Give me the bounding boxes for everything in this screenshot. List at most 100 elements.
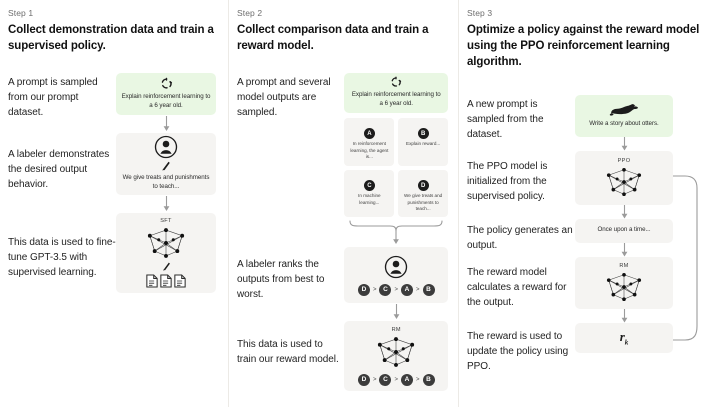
- rank-badge-2: C: [379, 283, 392, 296]
- output-option-a: A In reinforcement learning, the agent i…: [344, 117, 395, 166]
- caption-2-2: A labeler ranks the outputs from best to…: [237, 259, 325, 301]
- row-prompt-3: A new prompt is sampled from the dataset…: [467, 94, 710, 151]
- otter-icon: [609, 102, 639, 117]
- caption-1-2: A labeler demonstrates the desired outpu…: [8, 148, 110, 190]
- option-text-d: We give treats and punishments to teach.…: [404, 193, 443, 212]
- rm-card-step2: RM: [344, 321, 448, 392]
- column-step-1: Step 1 Collect demonstration data and tr…: [0, 0, 228, 407]
- caption-2-3: This data is used to train our reward mo…: [237, 339, 339, 366]
- recycle-loop-icon: [160, 77, 173, 90]
- option-badge-c: C: [363, 180, 375, 192]
- brace-merge-icon: [344, 219, 448, 245]
- rank-badge-1: D: [357, 283, 370, 296]
- rm-rank-badge-2: C: [379, 373, 392, 386]
- ppo-card: PPO: [575, 150, 673, 205]
- output-card: Once upon a time...: [575, 218, 673, 243]
- rm-rank-badge-4: B: [422, 373, 435, 386]
- prompt-card-2: Explain reinforcement learning to a 6 ye…: [344, 72, 448, 113]
- caption-3-1: A new prompt is sampled from the dataset…: [467, 98, 544, 140]
- pen-icon: [162, 261, 171, 271]
- row-labeler-1: A labeler demonstrates the desired outpu…: [8, 132, 218, 213]
- neural-network-icon: [604, 271, 644, 303]
- output-option-d: D We give treats and punishments to teac…: [398, 169, 448, 218]
- output-option-c: C In machine learning...: [344, 169, 395, 218]
- option-text-a: In reinforcement learning, the agent is.…: [350, 141, 389, 160]
- step-title-3: Optimize a policy against the reward mod…: [467, 24, 700, 68]
- rank-separator: >: [394, 286, 398, 293]
- labeler-card-1: We give treats and punishments to teach.…: [116, 132, 216, 195]
- row-prompt-2: A prompt and several model outputs are s…: [237, 72, 448, 246]
- arrow-down-3d: [575, 308, 673, 323]
- column-step-2: Step 2 Collect comparison data and train…: [228, 0, 458, 407]
- output-card-text: Once upon a time...: [597, 226, 651, 234]
- option-badge-b: B: [417, 128, 429, 140]
- column-step-3: Step 3 Optimize a policy against the rew…: [458, 0, 720, 407]
- step-title-2: Collect comparison data and train a rewa…: [237, 24, 429, 53]
- ppo-tag: PPO: [617, 157, 631, 164]
- rm-tag: RM: [391, 326, 401, 333]
- neural-network-icon: [145, 226, 187, 260]
- rm-rank-badge-1: D: [357, 373, 370, 386]
- rm-card-step3: RM: [575, 256, 673, 309]
- rank-badge-3: A: [401, 283, 413, 296]
- reward-card: rk: [575, 322, 673, 353]
- step-title-1: Collect demonstration data and train a s…: [8, 24, 214, 53]
- prompt-card-3: Write a story about otters.: [575, 94, 673, 137]
- row-output-3: The policy generates an output. Once upo…: [467, 218, 710, 257]
- option-text-c: In machine learning...: [358, 193, 381, 205]
- row-rm-2: This data is used to train our reward mo…: [237, 321, 448, 392]
- rank-badge-4: B: [422, 283, 435, 296]
- rank-separator: >: [372, 376, 377, 383]
- row-prompt-1: A prompt is sampled from our prompt data…: [8, 72, 218, 133]
- arrow-down-3b: [575, 204, 673, 219]
- rm-ranking-sequence: D > C > A > B: [357, 373, 435, 386]
- step-label-2: Step 2: [237, 8, 263, 18]
- recycle-loop-icon: [390, 76, 402, 88]
- neural-network-icon: [604, 166, 644, 198]
- row-sft-1: This data is used to fine-tune GPT-3.5 w…: [8, 212, 218, 293]
- output-option-b: B Explain reward...: [398, 117, 448, 166]
- rank-separator: >: [416, 286, 420, 293]
- document-stack-icon: [146, 274, 186, 288]
- caption-2-1: A prompt and several model outputs are s…: [237, 76, 331, 118]
- ranking-sequence: D > C > A > B: [357, 283, 435, 296]
- caption-3-3: The policy generates an output.: [467, 224, 573, 251]
- arrow-down-2a: [344, 303, 448, 321]
- prompt-card-1-text: Explain reinforcement learning to a 6 ye…: [121, 92, 211, 109]
- sft-tag: SFT: [160, 217, 172, 224]
- arrow-down-1b: [116, 195, 216, 213]
- row-ppo-3: The PPO model is initialized from the su…: [467, 150, 710, 219]
- rank-separator: >: [394, 376, 398, 383]
- step-label-3: Step 3: [467, 8, 493, 18]
- labeler-card-1-text: We give treats and punishments to teach.…: [122, 174, 210, 191]
- rm-rank-badge-3: A: [401, 373, 413, 386]
- option-text-b: Explain reward...: [406, 141, 441, 147]
- model-outputs-grid: A In reinforcement learning, the agent i…: [344, 117, 448, 218]
- step-label-1: Step 1: [8, 8, 34, 18]
- arrow-down-3c: [575, 242, 673, 257]
- reward-symbol-sub: k: [624, 338, 629, 347]
- prompt-card-3-text: Write a story about otters.: [589, 120, 659, 128]
- option-badge-a: A: [363, 128, 375, 140]
- caption-3-4: The reward model calculates a reward for…: [467, 266, 567, 308]
- row-rm-3: The reward model calculates a reward for…: [467, 256, 710, 323]
- rank-separator: >: [416, 376, 420, 383]
- caption-1-3: This data is used to fine-tune GPT-3.5 w…: [8, 236, 116, 278]
- reward-symbol-base: r: [619, 328, 625, 344]
- row-ranking-2: A labeler ranks the outputs from best to…: [237, 247, 448, 321]
- caption-3-5: The reward is used to update the policy …: [467, 330, 569, 372]
- prompt-card-2-text: Explain reinforcement learning to a 6 ye…: [351, 91, 441, 108]
- caption-3-2: The PPO model is initialized from the su…: [467, 160, 548, 202]
- row-reward-3: The reward is used to update the policy …: [467, 322, 710, 374]
- person-avatar-icon: [384, 255, 408, 279]
- caption-1-1: A prompt is sampled from our prompt data…: [8, 76, 98, 118]
- arrow-down-1a: [116, 115, 216, 133]
- person-avatar-icon: [154, 135, 178, 159]
- sft-card: SFT: [116, 212, 216, 293]
- pen-icon: [161, 160, 171, 171]
- prompt-card-1: Explain reinforcement learning to a 6 ye…: [116, 72, 216, 115]
- reward-symbol: rk: [620, 329, 629, 347]
- arrow-down-3a: [575, 136, 673, 151]
- rm-tag-3: RM: [619, 262, 629, 269]
